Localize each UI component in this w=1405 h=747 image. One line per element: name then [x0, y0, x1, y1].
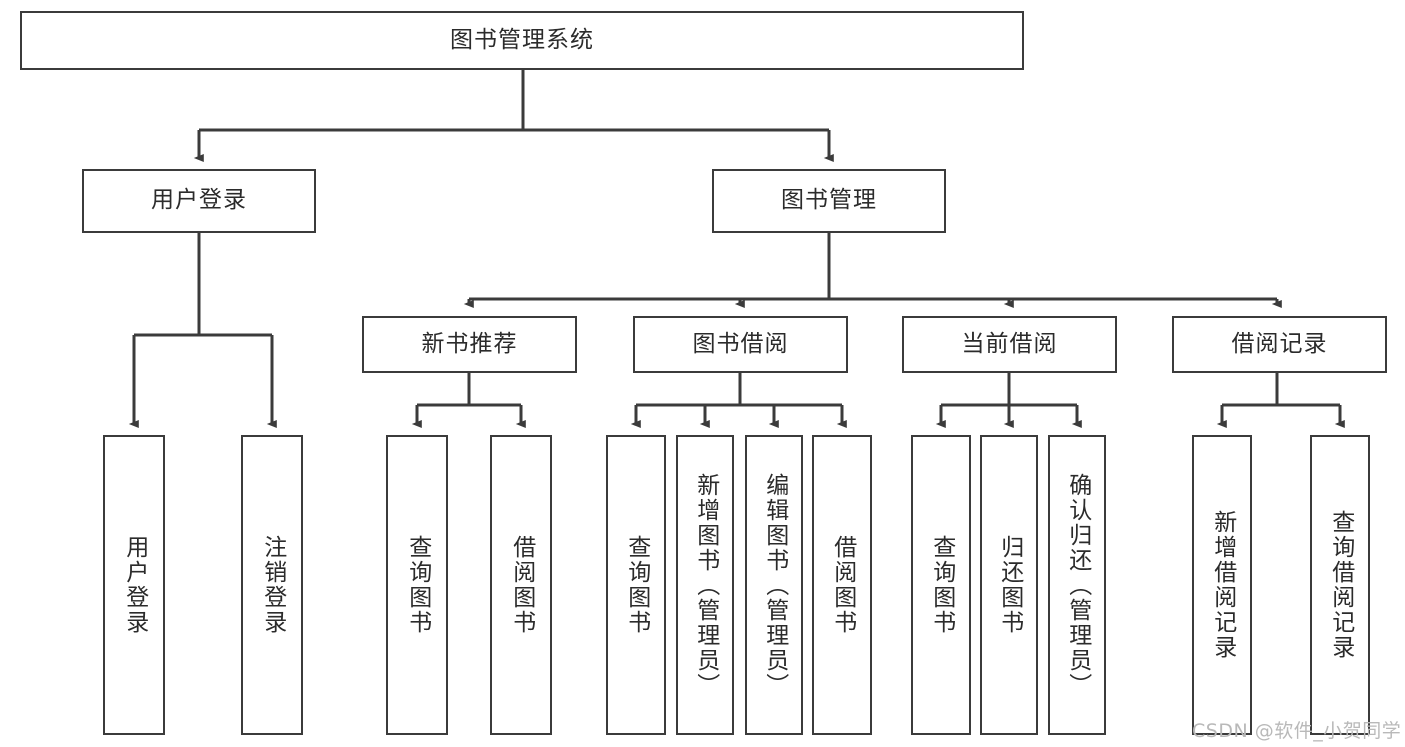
node-leaf-rec-query2[interactable]: 查询借阅记录 — [1310, 435, 1370, 735]
node-book-manage-label: 图书管理 — [781, 187, 877, 214]
node-leaf-rec-query[interactable]: 查询图书 — [386, 435, 448, 735]
node-current-borrow[interactable]: 当前借阅 — [902, 316, 1117, 373]
node-new-book-rec[interactable]: 新书推荐 — [362, 316, 577, 373]
node-leaf-borrow-do-label: 借阅图书 — [829, 535, 856, 635]
node-leaf-borrow-query[interactable]: 查询图书 — [606, 435, 666, 735]
node-leaf-rec-query2-label: 查询借阅记录 — [1327, 510, 1354, 660]
node-leaf-user-login[interactable]: 用户登录 — [103, 435, 165, 735]
node-leaf-borrow-add-label: 新增图书（管理员） — [692, 472, 719, 698]
node-borrow-record-label: 借阅记录 — [1231, 330, 1328, 357]
node-leaf-borrow-query-label: 查询图书 — [623, 535, 650, 635]
node-leaf-borrow-do[interactable]: 借阅图书 — [812, 435, 872, 735]
node-book-borrow-label: 图书借阅 — [692, 330, 789, 357]
watermark: CSDN @软件_小贺同学 — [1192, 720, 1402, 742]
node-leaf-rec-add-label: 新增借阅记录 — [1209, 510, 1236, 660]
node-leaf-borrow-add[interactable]: 新增图书（管理员） — [676, 435, 734, 735]
node-leaf-rec-query-label: 查询图书 — [404, 535, 431, 635]
node-user-login-label: 用户登录 — [151, 187, 247, 214]
node-leaf-borrow-edit-label: 编辑图书（管理员） — [761, 472, 788, 698]
node-root[interactable]: 图书管理系统 — [20, 11, 1024, 70]
node-root-label: 图书管理系统 — [450, 26, 594, 53]
node-leaf-logout[interactable]: 注销登录 — [241, 435, 303, 735]
node-leaf-rec-borrow-label: 借阅图书 — [508, 535, 535, 635]
node-leaf-borrow-edit[interactable]: 编辑图书（管理员） — [745, 435, 803, 735]
node-leaf-logout-label: 注销登录 — [259, 535, 286, 635]
node-current-borrow-label: 当前借阅 — [961, 330, 1058, 357]
node-book-manage[interactable]: 图书管理 — [712, 169, 946, 233]
node-leaf-rec-add[interactable]: 新增借阅记录 — [1192, 435, 1252, 735]
node-leaf-cur-query[interactable]: 查询图书 — [911, 435, 971, 735]
node-leaf-cur-confirm[interactable]: 确认归还（管理员） — [1048, 435, 1106, 735]
node-leaf-cur-return-label: 归还图书 — [996, 535, 1023, 635]
node-book-borrow[interactable]: 图书借阅 — [633, 316, 848, 373]
node-borrow-record[interactable]: 借阅记录 — [1172, 316, 1387, 373]
node-leaf-cur-confirm-label: 确认归还（管理员） — [1064, 472, 1091, 698]
node-leaf-user-login-label: 用户登录 — [121, 535, 148, 635]
node-leaf-cur-return[interactable]: 归还图书 — [980, 435, 1038, 735]
node-leaf-cur-query-label: 查询图书 — [928, 535, 955, 635]
node-user-login[interactable]: 用户登录 — [82, 169, 316, 233]
node-leaf-rec-borrow[interactable]: 借阅图书 — [490, 435, 552, 735]
node-new-book-rec-label: 新书推荐 — [421, 330, 518, 357]
